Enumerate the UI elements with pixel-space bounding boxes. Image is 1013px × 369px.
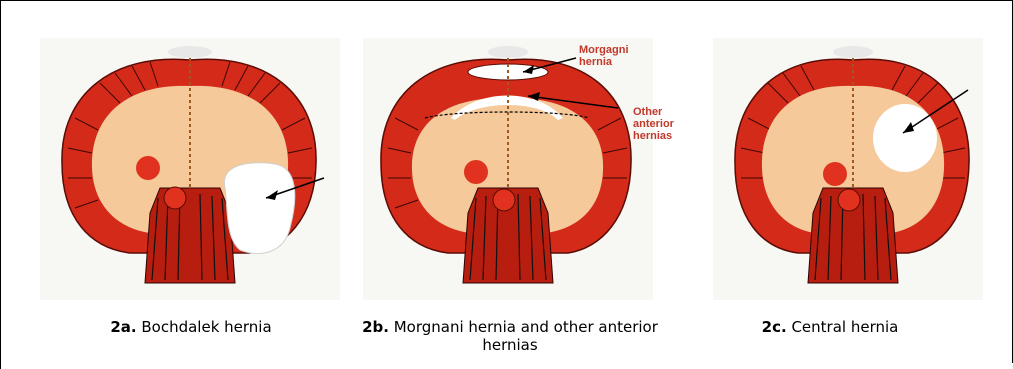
morgagni-callout-line2: hernia xyxy=(579,56,629,68)
sternum-cap xyxy=(833,46,873,58)
aortic-opening xyxy=(838,189,860,211)
aortic-opening xyxy=(493,189,515,211)
caption-2a-number: 2a. xyxy=(110,318,136,336)
vena-cava-opening xyxy=(136,156,160,180)
vena-cava-opening xyxy=(464,160,488,184)
central-hernia xyxy=(873,104,937,172)
other-anterior-callout: Other anterior hernias xyxy=(633,106,674,142)
crura xyxy=(145,188,235,283)
diaphragm-2a-diagram xyxy=(40,38,340,300)
sternum-cap xyxy=(488,46,528,58)
caption-2a: 2a. Bochdalek hernia xyxy=(26,318,356,336)
diaphragm-2b-diagram xyxy=(363,38,653,300)
other-anterior-callout-line2: anterior xyxy=(633,118,674,130)
caption-2b-text: Morgnani hernia and other anterior herni… xyxy=(394,318,658,354)
diaphragm-2c-diagram xyxy=(713,38,983,300)
panel-2b xyxy=(363,38,653,300)
caption-2b: 2b. Morgnani hernia and other anterior h… xyxy=(345,318,675,354)
other-anterior-callout-line1: Other xyxy=(633,106,674,118)
panel-2a xyxy=(40,38,340,300)
caption-2c-text: Central hernia xyxy=(791,318,898,336)
sternum-cap xyxy=(168,46,212,58)
panel-2c xyxy=(713,38,983,300)
morgagni-callout-line1: Morgagni xyxy=(579,44,629,56)
aortic-opening xyxy=(164,187,186,209)
caption-2c: 2c. Central hernia xyxy=(680,318,980,336)
bochdalek-hernia xyxy=(224,163,294,254)
vena-cava-opening xyxy=(823,162,847,186)
morgagni-callout: Morgagni hernia xyxy=(579,44,629,68)
other-anterior-callout-line3: hernias xyxy=(633,130,674,142)
caption-2a-text: Bochdalek hernia xyxy=(141,318,271,336)
caption-2b-number: 2b. xyxy=(362,318,389,336)
caption-2c-number: 2c. xyxy=(762,318,787,336)
